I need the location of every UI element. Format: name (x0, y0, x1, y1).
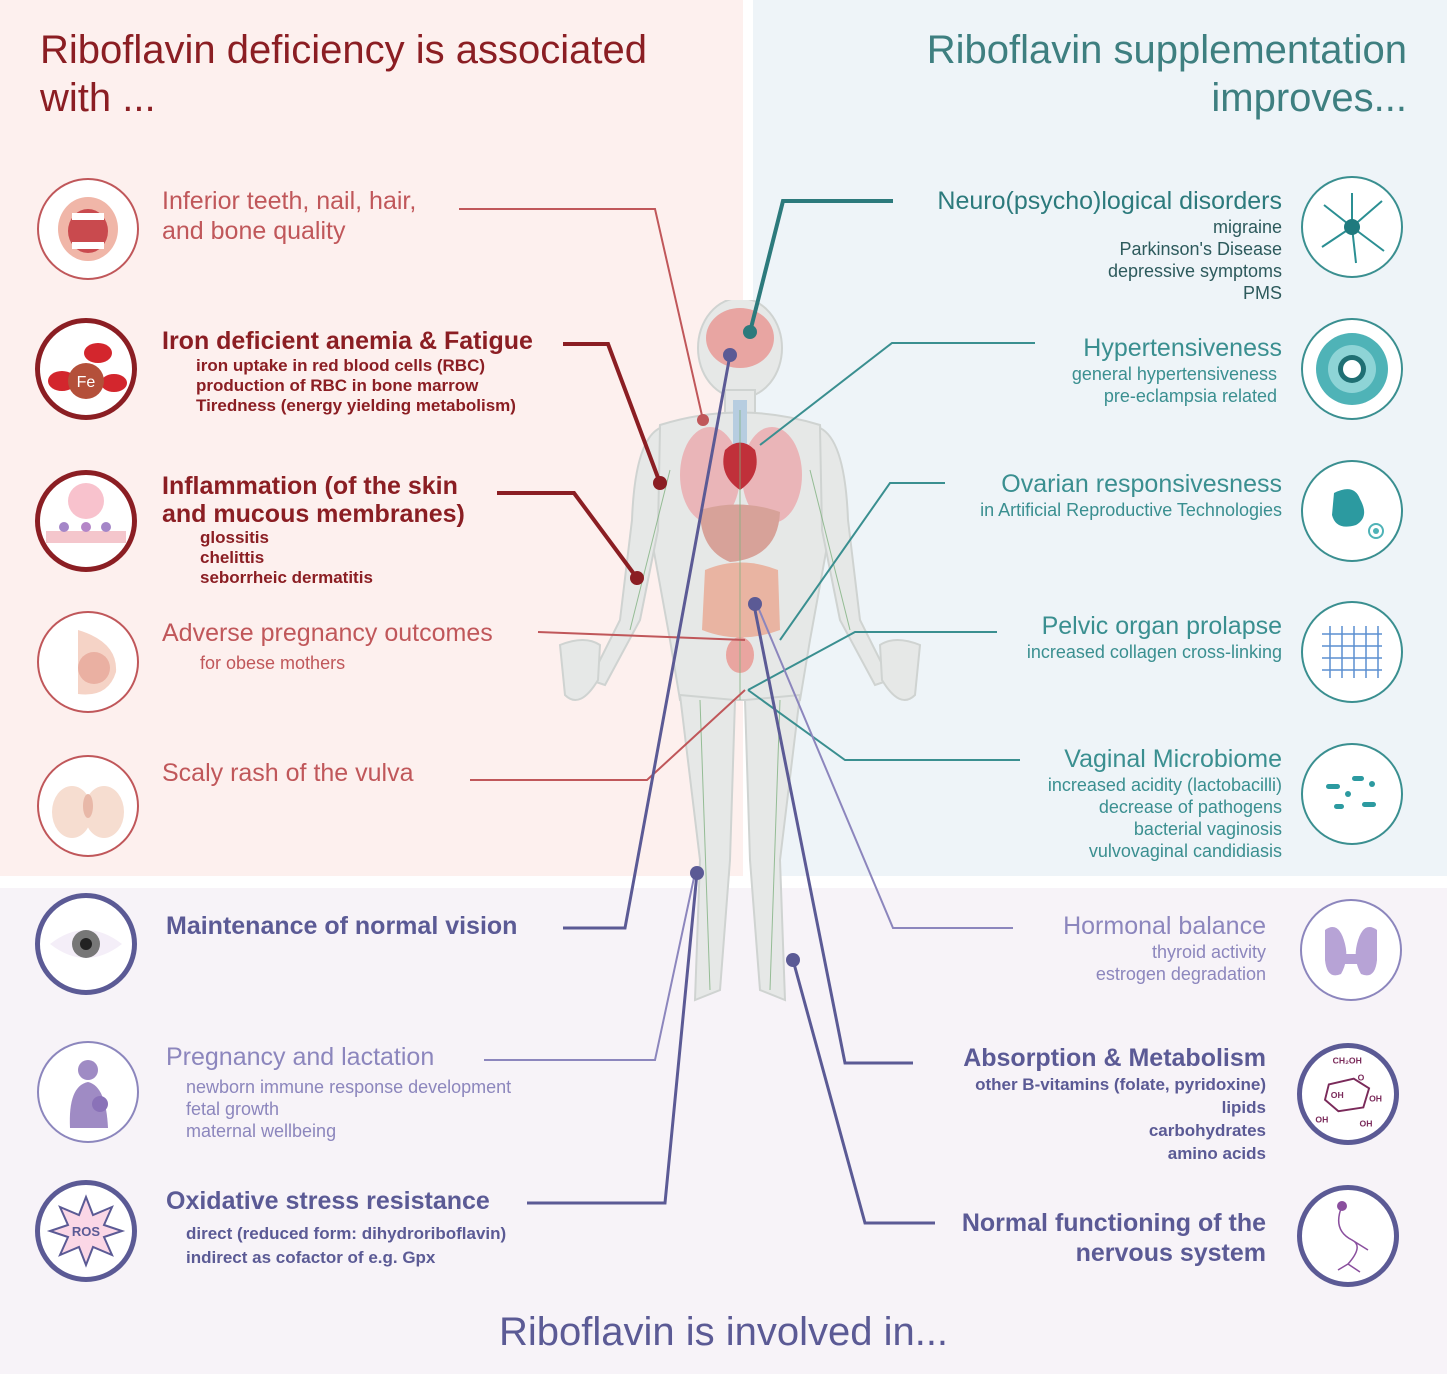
supplementation-title: Hypertensiveness (1083, 334, 1282, 362)
supplementation-detail: Parkinson's Disease (1119, 239, 1282, 259)
involvement-item-pregnancy: Pregnancy and lactation newborn immune r… (166, 1042, 511, 1142)
deficiency-heading: Riboflavin deficiency is associated with… (40, 28, 647, 120)
supplementation-item-pelvic: Pelvic organ prolapse increased collagen… (1027, 611, 1282, 663)
supplementation-item-neuro: Neuro(psycho)logical disorders migraine … (937, 186, 1282, 304)
supplementation-item-ovarian: Ovarian responsivesness in Artificial Re… (980, 469, 1282, 521)
supplementation-detail: bacterial vaginosis (1133, 819, 1282, 839)
deficiency-title: Adverse pregnancy outcomes (162, 619, 493, 647)
red-blood-cell-icon: Fe (35, 318, 137, 420)
supplementation-detail: pre-eclampsia related (1103, 386, 1277, 406)
supplementation-detail: increased collagen cross-linking (1026, 642, 1282, 662)
blood-vessel-icon (1301, 318, 1403, 420)
supplementation-detail: in Artificial Reproductive Technologies (980, 500, 1282, 520)
involvement-detail: carbohydrates (1148, 1121, 1266, 1140)
vulva-icon (37, 755, 139, 857)
involvement-item-vision: Maintenance of normal vision (166, 911, 517, 941)
deficiency-title: Inferior teeth, nail, hair, and bone qua… (162, 187, 417, 245)
deficiency-title: Iron deficient anemia & Fatigue (162, 327, 533, 355)
involvement-title: Absorption & Metabolism (963, 1044, 1266, 1072)
glucose-label: CH₂OH (1333, 1055, 1362, 1065)
deficiency-detail: iron uptake in red blood cells (RBC) (196, 356, 486, 375)
supplementation-detail: vulvovaginal candidiasis (1088, 841, 1282, 861)
supplementation-detail: migraine (1212, 217, 1282, 237)
involvement-title: Hormonal balance (1063, 912, 1266, 940)
ros-label: ROS (72, 1224, 101, 1239)
involvement-item-oxidative: Oxidative stress resistance direct (redu… (166, 1186, 506, 1270)
involvement-item-nervous: Normal functioning of the nervous system (962, 1208, 1266, 1268)
eye-icon (35, 893, 137, 995)
involvement-detail: indirect as cofactor of e.g. Gpx (186, 1248, 436, 1267)
ros-icon: ROS (35, 1180, 137, 1282)
involvement-title: Pregnancy and lactation (166, 1043, 435, 1071)
deficiency-title: Scaly rash of the vulva (162, 759, 414, 787)
supplementation-heading: Riboflavin supplementation improves... (926, 28, 1407, 120)
involvement-panel (0, 888, 1447, 1374)
glucose-label: OH (1369, 1094, 1382, 1104)
deficiency-detail: for obese mothers (200, 653, 346, 673)
involvement-title: Maintenance of normal vision (166, 912, 518, 940)
human-body-illustration (558, 300, 922, 1002)
supplementation-detail: PMS (1242, 283, 1282, 303)
involvement-detail: lipids (1221, 1098, 1266, 1117)
deficiency-item-teeth: Inferior teeth, nail, hair, and bone qua… (162, 186, 416, 246)
inflammation-icon (35, 470, 137, 572)
involvement-detail: direct (reduced form: dihydroriboflavin) (186, 1224, 507, 1243)
ovary-icon (1301, 460, 1403, 562)
nerve-cell-icon (1297, 1185, 1399, 1287)
fetus-icon (37, 611, 139, 713)
deficiency-item-inflammation: Inflammation (of the skin and mucous mem… (162, 472, 465, 588)
breastfeeding-icon (37, 1041, 139, 1143)
involvement-title: Oxidative stress resistance (166, 1187, 490, 1215)
supplementation-title: Pelvic organ prolapse (1041, 612, 1282, 640)
involvement-title: Normal functioning of the nervous system (961, 1209, 1266, 1267)
involvement-detail: newborn immune response development (186, 1077, 512, 1097)
glucose-molecule-icon: CH₂OH O OH OH OH OH (1297, 1043, 1399, 1145)
deficiency-item-anemia: Iron deficient anemia & Fatigue iron upt… (162, 326, 533, 416)
supplementation-detail: depressive symptoms (1107, 261, 1282, 281)
involvement-detail: estrogen degradation (1095, 964, 1266, 984)
supplementation-item-hypertension: Hypertensiveness general hypertensivenes… (1072, 333, 1282, 407)
deficiency-detail: production of RBC in bone marrow (196, 376, 479, 395)
involvement-detail: maternal wellbeing (186, 1121, 337, 1141)
glucose-label: OH (1331, 1090, 1344, 1100)
involvement-detail: fetal growth (186, 1099, 280, 1119)
collagen-mesh-icon (1301, 601, 1403, 703)
involvement-detail: amino acids (1167, 1144, 1266, 1163)
deficiency-detail: seborrheic dermatitis (200, 568, 373, 587)
supplementation-detail: decrease of pathogens (1098, 797, 1282, 817)
deficiency-detail: glossitis (200, 528, 269, 547)
involvement-heading: Riboflavin is involved in... (498, 1310, 949, 1354)
thyroid-icon (1300, 899, 1402, 1001)
mouth-icon (37, 178, 139, 280)
involvement-detail: other B-vitamins (folate, pyridoxine) (975, 1075, 1266, 1094)
involvement-item-metabolism: Absorption & Metabolism other B-vitamins… (963, 1043, 1266, 1165)
supplementation-detail: general hypertensiveness (1071, 364, 1277, 384)
supplementation-title: Vaginal Microbiome (1064, 745, 1282, 773)
glucose-label: O (1358, 1073, 1365, 1083)
supplementation-item-microbiome: Vaginal Microbiome increased acidity (la… (1048, 744, 1282, 862)
deficiency-title: Inflammation (of the skin and mucous mem… (162, 472, 465, 528)
fe-label: Fe (77, 374, 96, 391)
glucose-label: OH (1360, 1119, 1373, 1129)
glucose-label: OH (1315, 1115, 1328, 1125)
supplementation-title: Ovarian responsivesness (1001, 470, 1282, 498)
supplementation-detail: increased acidity (lactobacilli) (1047, 775, 1282, 795)
supplementation-title: Neuro(psycho)logical disorders (937, 187, 1282, 215)
deficiency-detail: chelittis (200, 548, 265, 567)
deficiency-detail: Tiredness (energy yielding metabolism) (196, 396, 516, 415)
deficiency-item-pregnancy: Adverse pregnancy outcomes for obese mot… (162, 618, 493, 674)
bacteria-icon (1301, 743, 1403, 845)
involvement-item-hormonal: Hormonal balance thyroid activity estrog… (1063, 911, 1266, 985)
involvement-detail: thyroid activity (1151, 942, 1266, 962)
deficiency-item-vulva: Scaly rash of the vulva (162, 758, 414, 788)
neuron-icon (1301, 176, 1403, 278)
